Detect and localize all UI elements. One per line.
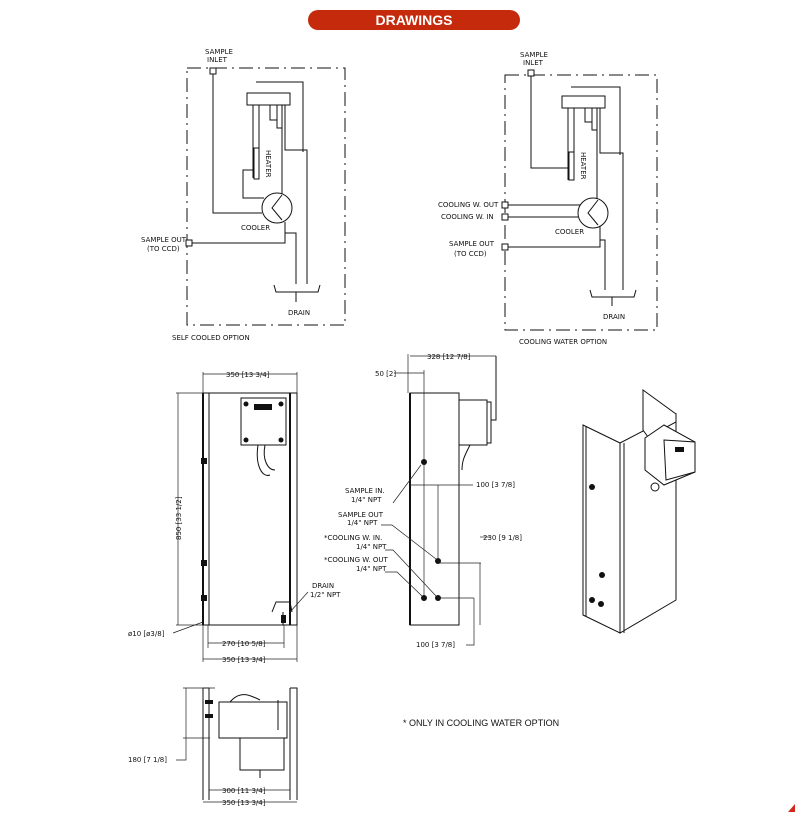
side-view-sample-out-label: SAMPLE OUT <box>338 511 384 519</box>
side-view-dim-100-top-label: 100 [3 7/8] <box>476 481 515 489</box>
front-view-width-top-label: 350 [13 3/4] <box>226 371 270 379</box>
front-view-width-bottom-label: 350 [13 3/4] <box>222 656 266 664</box>
side-view-cooling-in-label: *COOLING W. IN. <box>324 534 382 542</box>
front-view-height-label: 850 [33 1/2] <box>175 496 183 540</box>
sample-inlet-port <box>527 69 535 77</box>
side-view-offset-label: 50 [2] <box>375 370 396 378</box>
side-view-cooling-in-size-label: 1/4" NPT <box>356 543 387 551</box>
front-view-drain-size-label: 1/2" NPT <box>310 591 341 599</box>
sample-inlet-port <box>209 67 217 75</box>
isometric-view <box>582 389 696 634</box>
front-view-mount-spacing-label: 270 [10 5/8] <box>222 640 266 648</box>
side-view-dim-230-label: 230 [9 1/8] <box>483 534 522 542</box>
side-view-depth-label: 328 [12 7/8] <box>427 353 471 361</box>
side-view-sample-out-size-label: 1/4" NPT <box>347 519 378 527</box>
side-view-cooling-out-label: *COOLING W. OUT <box>324 556 388 564</box>
schematic-cooling-water-inlet-label-label: INLET <box>523 59 544 67</box>
side-view-sample-in-size-label: 1/4" NPT <box>351 496 382 504</box>
drawings-header: DRAWINGS <box>308 10 520 30</box>
side-view-sample-in-label: SAMPLE IN. <box>345 487 385 495</box>
cooler-icon <box>577 197 609 229</box>
schematic-cooling-water-caption-label: COOLING WATER OPTION <box>519 338 607 346</box>
schematic-self-cooled-heater-label: HEATER <box>264 150 272 178</box>
schematic-self-cooled-drain-label: DRAIN <box>288 309 310 317</box>
cooling-water-schematic: SAMPLE INLET HEATER COOLING W. OUT COOLI… <box>438 51 658 346</box>
schematic-self-cooled-sample-out-label: SAMPLE OUT <box>141 236 187 244</box>
schematic-self-cooled-sample-label-label: SAMPLE <box>205 48 233 56</box>
self-cooled-schematic: SAMPLE INLET HEATER COOLER SAMPLE OUT (T… <box>141 48 346 342</box>
schematic-self-cooled-inlet-label-label: INLET <box>207 56 228 64</box>
cooling-option-note: * ONLY IN COOLING WATER OPTION <box>403 718 559 728</box>
heater-element <box>253 147 260 180</box>
schematic-cooling-water-heater-label: HEATER <box>579 152 587 180</box>
schematic-cooling-water-cooling-in-label: COOLING W. IN <box>441 213 494 221</box>
schematic-self-cooled-caption-label: SELF COOLED OPTION <box>172 334 250 342</box>
top-view-inner-width-label: 300 [11 3/4] <box>222 787 266 795</box>
schematic-cooling-water-sample-out-label: SAMPLE OUT <box>449 240 495 248</box>
corner-mark <box>788 804 795 812</box>
schematic-cooling-water-drain-label: DRAIN <box>603 313 625 321</box>
schematic-cooling-water-cooler-label: COOLER <box>555 228 584 236</box>
top-view-depth-label: 180 [7 1/8] <box>128 756 167 764</box>
front-view-drain-label-label: DRAIN <box>312 582 334 590</box>
side-view-cooling-out-size-label: 1/4" NPT <box>356 565 387 573</box>
schematic-self-cooled-to-ccd-label: (TO CCD) <box>147 245 180 253</box>
sample-out-port <box>185 239 193 247</box>
schematic-cooling-water-sample-label-label: SAMPLE <box>520 51 548 59</box>
front-view: 350 [13 3/4] 850 [33 1/2] DRAIN 1/2" NPT… <box>128 371 341 664</box>
heater-element <box>568 151 575 181</box>
schematic-cooling-water-to-ccd-label: (TO CCD) <box>454 250 487 258</box>
top-view-outer-width-label: 350 [13 3/4] <box>222 799 266 807</box>
side-view-dim-100-bottom-label: 100 [3 7/8] <box>416 641 455 649</box>
top-view: 180 [7 1/8] 300 [11 3/4] 350 [13 3/4] <box>128 687 298 807</box>
cooler-icon <box>261 192 293 224</box>
side-view: 328 [12 7/8] 50 [2] 100 [3 7/8] 230 [9 1… <box>324 353 522 649</box>
front-view-hole-label: ø10 [ø3/8] <box>128 630 165 638</box>
schematic-cooling-water-cooling-out-label: COOLING W. OUT <box>438 201 499 209</box>
schematic-self-cooled-cooler-label: COOLER <box>241 224 270 232</box>
